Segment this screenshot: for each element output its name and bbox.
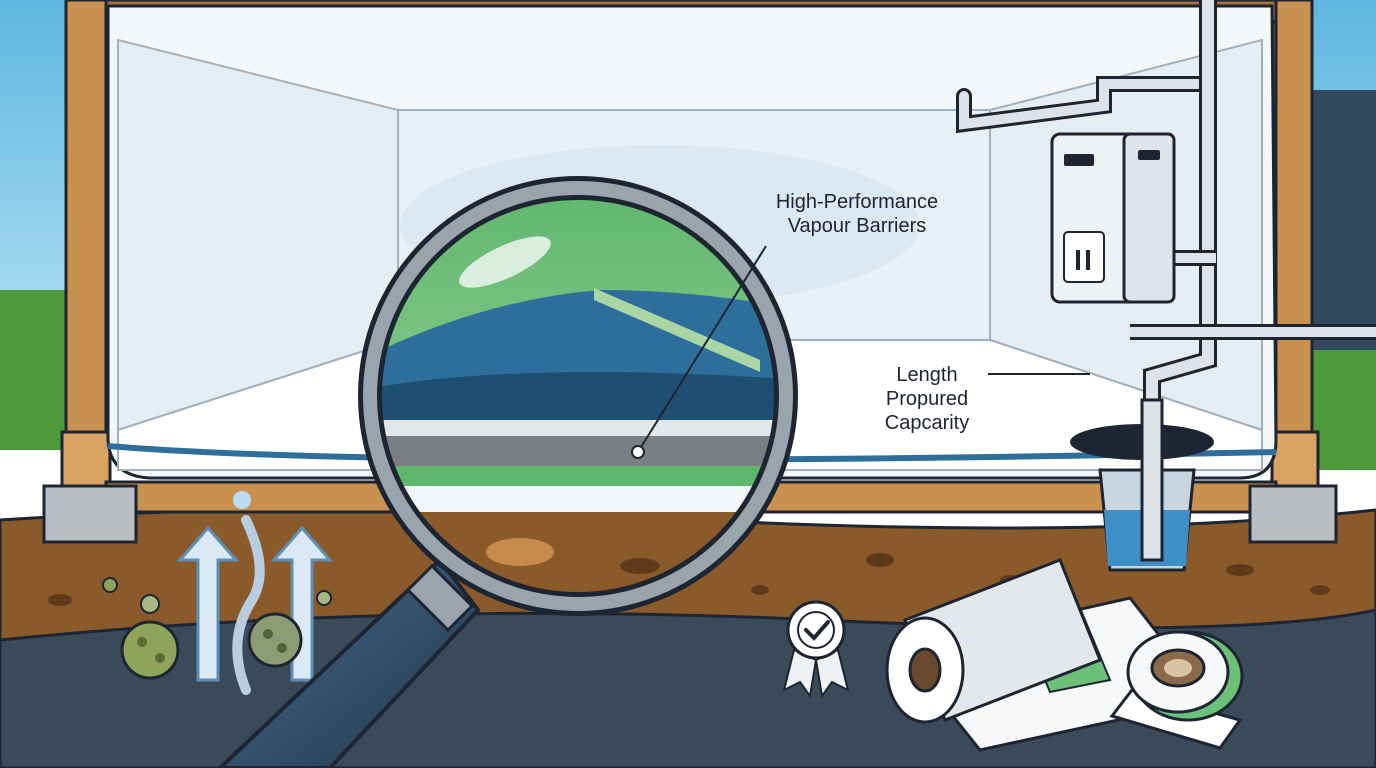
tape-roll-icon <box>1109 630 1244 750</box>
dehumidifier-icon <box>1050 132 1176 304</box>
certification-badge-icon <box>782 600 850 699</box>
sump-pit-icon <box>1070 398 1214 572</box>
vapour-barrier-label: High-Performance Vapour Barriers <box>742 190 972 238</box>
moisture-hazards <box>102 491 334 695</box>
vapour-barrier-label-line1: High-Performance <box>775 191 939 213</box>
vapour-barrier-label-line2: Vapour Barriers <box>787 215 927 237</box>
capacity-label-line3: Capcarity <box>884 412 970 434</box>
mold-spore-icon <box>102 577 332 680</box>
moisture-arrow-icon <box>176 491 334 695</box>
capacity-label: Length Propured Capcarity <box>862 363 992 435</box>
capacity-label-line1: Length <box>896 364 958 386</box>
house-wall-right <box>1310 90 1376 350</box>
magnifying-glass-icon <box>358 176 798 616</box>
callout-lines <box>631 245 1090 459</box>
concrete-footings <box>42 484 1338 544</box>
grass-right <box>1310 350 1376 470</box>
magnifier-handle <box>217 557 481 768</box>
capacity-label-line2: Propured <box>885 388 969 410</box>
